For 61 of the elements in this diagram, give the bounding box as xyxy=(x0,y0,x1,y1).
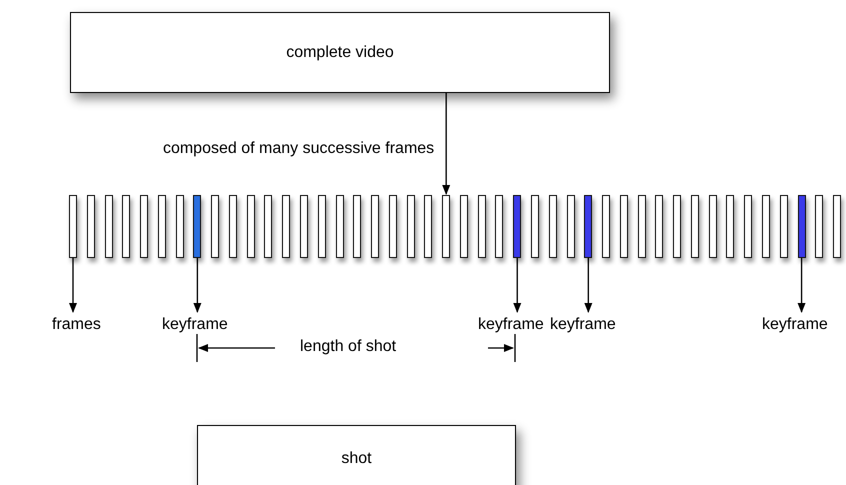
frame-bar xyxy=(442,195,450,258)
arrow xyxy=(513,258,522,313)
frame-label: frames xyxy=(52,316,101,334)
frame-bar xyxy=(478,195,486,258)
frame-bar xyxy=(780,195,788,258)
frame-bar xyxy=(353,195,362,258)
frame-bar xyxy=(744,195,752,258)
frame-bar xyxy=(282,195,290,258)
frame-bar xyxy=(531,195,540,258)
frame-bar xyxy=(673,195,682,258)
frame-label: keyframe xyxy=(162,316,228,334)
box-label: complete video xyxy=(286,44,394,62)
frame-bar xyxy=(495,195,504,258)
frame-bar xyxy=(140,195,148,258)
frame-bar xyxy=(122,195,130,258)
frame-bar xyxy=(246,195,255,258)
frame-bar xyxy=(833,195,842,258)
frame-bar xyxy=(371,195,380,258)
frame-bar xyxy=(228,195,237,258)
arrow xyxy=(584,258,592,313)
arrow xyxy=(69,258,77,313)
keyframe-bar xyxy=(193,195,202,258)
frame-bar xyxy=(566,195,575,258)
frame-bar xyxy=(176,195,184,258)
keyframe-bar xyxy=(798,195,806,258)
arrow xyxy=(193,258,202,313)
frame-bar xyxy=(158,195,166,258)
frame-bar xyxy=(726,195,734,258)
frame-label: keyframe xyxy=(478,316,544,334)
frame-bar xyxy=(620,195,628,258)
frame-bar xyxy=(708,195,717,258)
frame-bar xyxy=(264,195,272,258)
frame-bar xyxy=(406,195,415,258)
frame-bar xyxy=(300,195,308,258)
frame-bar xyxy=(815,195,824,258)
process-box xyxy=(197,425,516,485)
frame-bar xyxy=(424,195,432,258)
frame-bar xyxy=(762,195,770,258)
dimension-label: length of shot xyxy=(300,338,396,356)
process-box xyxy=(70,12,610,93)
frame-bar xyxy=(336,195,344,258)
keyframe-bar xyxy=(584,195,592,258)
frame-bar xyxy=(655,195,664,258)
frame-bar xyxy=(318,195,326,258)
frame-bar xyxy=(460,195,468,258)
frame-bar xyxy=(211,195,220,258)
edge-label: composed of many successive frames xyxy=(160,140,436,158)
frame-bar xyxy=(388,195,397,258)
frame-label: keyframe xyxy=(762,316,828,334)
frame-bar xyxy=(638,195,646,258)
frame-bar xyxy=(602,195,610,258)
frame-bar xyxy=(104,195,113,258)
frame-bar xyxy=(69,195,77,258)
frame-bar xyxy=(86,195,95,258)
frame-bar xyxy=(548,195,557,258)
frame-label: keyframe xyxy=(550,316,616,334)
frame-bar xyxy=(690,195,699,258)
box-label: shot xyxy=(341,450,372,468)
keyframe-bar xyxy=(513,195,522,258)
arrow xyxy=(798,258,806,313)
arrow xyxy=(442,93,450,195)
